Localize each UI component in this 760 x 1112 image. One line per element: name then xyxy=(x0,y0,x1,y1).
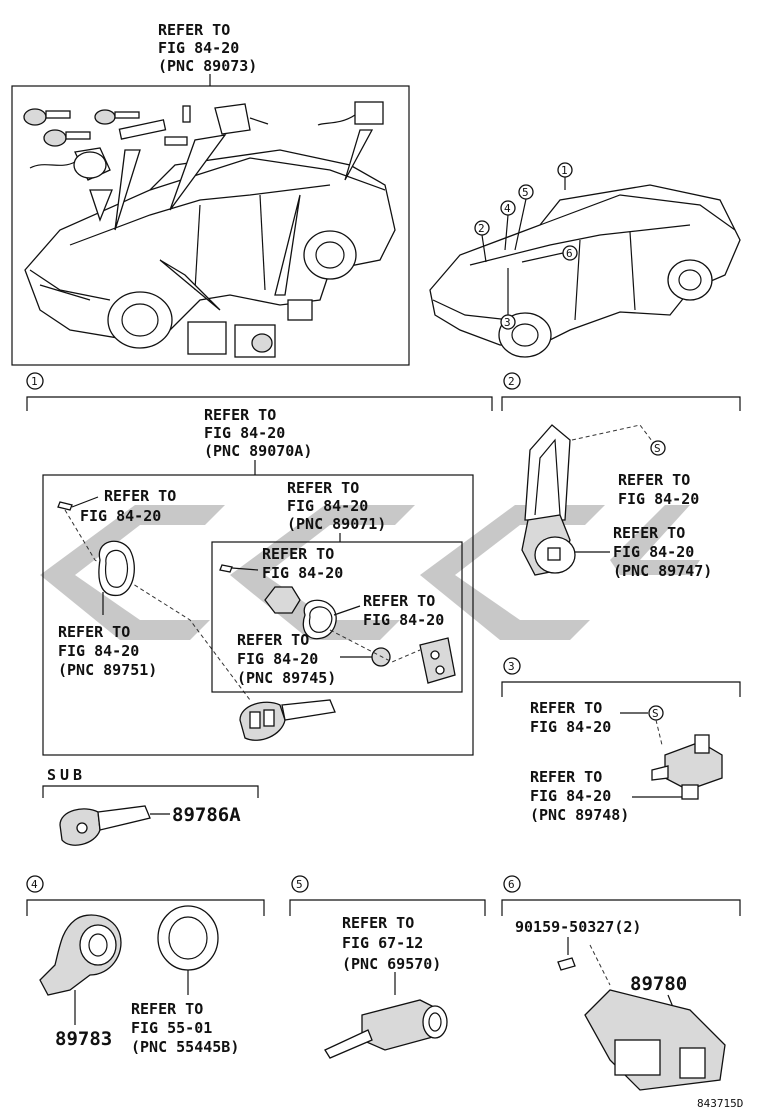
svg-text:1: 1 xyxy=(561,164,568,177)
svg-text:S: S xyxy=(652,707,659,720)
key-case-icon xyxy=(264,586,301,614)
s1-main-ref-1: REFER TO xyxy=(204,406,276,424)
svg-text:6: 6 xyxy=(508,878,515,891)
s4-ring-ref-3: (PNC 55445B) xyxy=(131,1038,239,1056)
s4-ring-ref-1: REFER TO xyxy=(131,1000,203,1018)
master-key-icon xyxy=(239,701,286,741)
vehicle-callout-view: 1 2 3 4 5 6 xyxy=(429,162,741,358)
svg-text:3: 3 xyxy=(504,316,511,329)
svg-text:5: 5 xyxy=(522,186,529,199)
top-ref-line-1: REFER TO xyxy=(158,21,230,39)
top-reference: REFER TO FIG 84-20 (PNC 89073) xyxy=(158,21,257,86)
screw-icon xyxy=(557,957,576,971)
trim-ring-icon xyxy=(157,905,219,971)
section-1: 1 REFER TO FIG 84-20 (PNC 89070A) REFER … xyxy=(26,372,493,756)
s5-ref-2: FIG 67-12 xyxy=(342,934,423,952)
s2-bolt-ref-2: FIG 84-20 xyxy=(618,490,699,508)
s1-inner-ref-2: FIG 84-20 xyxy=(287,497,368,515)
s3-unit-ref-2: FIG 84-20 xyxy=(530,787,611,805)
s4-part-number: 89783 xyxy=(55,1028,112,1050)
section-4-callout xyxy=(26,875,44,893)
vehicle-overview-box xyxy=(11,85,410,366)
diagram-id: 843715D xyxy=(697,1097,743,1110)
s1-battery-ref-1: REFER TO xyxy=(237,631,309,649)
s1-cover-ref-1: REFER TO xyxy=(58,623,130,641)
s1-cover-ref-3: (PNC 89751) xyxy=(58,661,157,679)
sub-label: SUB xyxy=(47,766,86,784)
screw-icon xyxy=(57,501,73,511)
sub-section: SUB 89786A xyxy=(42,766,259,846)
svg-text:6: 6 xyxy=(566,247,573,260)
section-3: 3 REFER TO FIG 84-20 S REFER TO FIG 84-2… xyxy=(501,657,741,824)
s6-screw-number: 90159-50327(2) xyxy=(515,918,641,936)
s1-inner-ref-1: REFER TO xyxy=(287,479,359,497)
s1-ring-ref-2: FIG 84-20 xyxy=(363,611,444,629)
s1-cover-ref-2: FIG 84-20 xyxy=(58,642,139,660)
svg-text:S: S xyxy=(654,442,661,455)
section-3-callout xyxy=(503,657,521,675)
s2-unit-ref-3: (PNC 89747) xyxy=(613,562,712,580)
section-5: 5 REFER TO FIG 67-12 (PNC 69570) xyxy=(289,875,486,1059)
s1-inner-screw-ref-1: REFER TO xyxy=(262,545,334,563)
section-1-callout xyxy=(26,372,44,390)
s1-battery-ref-3: (PNC 89745) xyxy=(237,669,336,687)
sub-part-number: 89786A xyxy=(172,804,241,826)
car-callout-3: 3 xyxy=(500,268,516,330)
s5-ref-3: (PNC 69570) xyxy=(342,955,441,973)
s1-screw-ref-2: FIG 84-20 xyxy=(80,507,161,525)
section-6-callout xyxy=(503,875,521,893)
battery-icon xyxy=(371,647,391,667)
s1-inner-screw-ref-2: FIG 84-20 xyxy=(262,564,343,582)
svg-text:3: 3 xyxy=(508,660,515,673)
s2-unit-ref-2: FIG 84-20 xyxy=(613,543,694,561)
s3-bolt-ref-1: REFER TO xyxy=(530,699,602,717)
s2-bolt-ref-1: REFER TO xyxy=(618,471,690,489)
s5-ref-1: REFER TO xyxy=(342,914,414,932)
s4-ring-ref-2: FIG 55-01 xyxy=(131,1019,212,1037)
car-callout-1: 1 xyxy=(557,162,573,190)
svg-text:4: 4 xyxy=(31,878,38,891)
s2-unit-ref-1: REFER TO xyxy=(613,524,685,542)
s1-inner-ref-3: (PNC 89071) xyxy=(287,515,386,533)
s1-screw-ref-1: REFER TO xyxy=(104,487,176,505)
transmitter-box xyxy=(211,541,463,693)
transmitter-icon xyxy=(419,637,456,684)
svg-text:2: 2 xyxy=(478,222,485,235)
s3-unit-ref-1: REFER TO xyxy=(530,768,602,786)
svg-text:5: 5 xyxy=(296,878,303,891)
svg-text:2: 2 xyxy=(508,375,515,388)
s3-bolt-ref-2: FIG 84-20 xyxy=(530,718,611,736)
section-2-callout xyxy=(503,372,521,390)
s1-battery-ref-2: FIG 84-20 xyxy=(237,650,318,668)
s1-main-ref-2: FIG 84-20 xyxy=(204,424,285,442)
section-5-callout xyxy=(291,875,309,893)
car-callout-2: 2 xyxy=(474,220,490,263)
s1-ring-ref-1: REFER TO xyxy=(363,592,435,610)
s6-part-number: 89780 xyxy=(630,973,687,995)
s3-unit-ref-3: (PNC 89748) xyxy=(530,806,629,824)
car-callout-6: 6 xyxy=(521,245,578,263)
top-ref-line-3: (PNC 89073) xyxy=(158,57,257,75)
key-assembly-box xyxy=(42,474,474,756)
svg-text:1: 1 xyxy=(31,375,38,388)
svg-text:4: 4 xyxy=(504,202,511,215)
section-6: 6 90159-50327(2) 89780 843715D xyxy=(501,875,743,1110)
bracket-icon xyxy=(524,424,571,521)
section-4: 4 89783 REFER TO FIG 55-01 (PNC 55445B) xyxy=(26,875,265,1056)
s3-bolt-marker: S xyxy=(648,705,664,721)
s2-bolt-marker: S xyxy=(650,440,666,456)
section-2: 2 S REFER TO FIG 84-20 REFER TO FIG 84-2… xyxy=(501,372,741,580)
sensor-unit-icon xyxy=(664,741,723,791)
top-ref-line-2: FIG 84-20 xyxy=(158,39,239,57)
car-callout-4: 4 xyxy=(500,200,516,251)
car-callout-5: 5 xyxy=(514,184,534,251)
s1-main-ref-3: (PNC 89070A) xyxy=(204,442,312,460)
screw-icon xyxy=(219,564,233,573)
